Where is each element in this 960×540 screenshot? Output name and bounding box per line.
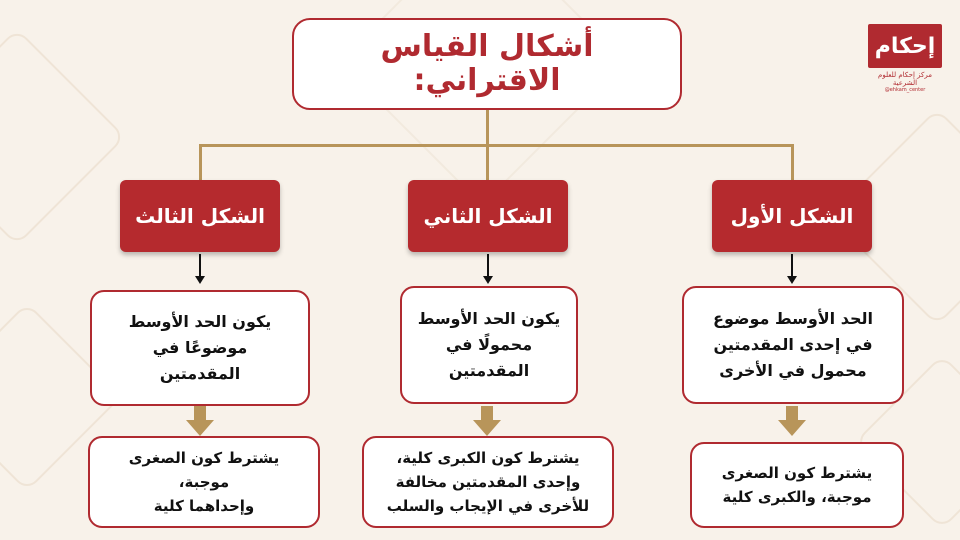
arrow-third-line [199,254,201,278]
gold-arrow-second [473,406,501,436]
connector-drop-second [486,144,489,180]
rule-second-line-2: محمولًا في [445,335,533,354]
arrow-third-head [195,276,205,284]
rule-third-line-1: يكون الحد الأوسط [128,312,272,331]
rule-first-line-1: الحد الأوسط موضوع [713,309,873,328]
rule-third-line-2: موضوعًا في [152,338,248,357]
gold-arrow-third [186,406,214,436]
logo-mark: إحكام [868,24,942,68]
arrow-second-head [483,276,493,284]
header-first-figure: الشكل الأول [712,180,872,252]
logo-tagline: @ehkam_center [884,87,926,93]
condition-second-line-2: وإحدى المقدمتين مخالفة [395,473,581,491]
condition-second-line-3: للأخرى في الإيجاب والسلب [386,497,590,515]
rule-third-figure: يكون الحد الأوسط موضوعًا في المقدمتين [90,290,310,406]
header-second-figure: الشكل الثاني [408,180,568,252]
header-third-figure: الشكل الثالث [120,180,280,252]
condition-second-line-1: يشترط كون الكبرى كلية، [396,449,580,467]
connector-drop-first [791,144,794,180]
connector-horizontal [199,144,793,147]
arrow-second-line [487,254,489,278]
rule-first-line-3: محمول في الأخرى [719,361,867,380]
connector-trunk [486,110,489,146]
gold-arrow-first [778,406,806,436]
rule-first-figure: الحد الأوسط موضوع في إحدى المقدمتين محمو… [682,286,904,404]
condition-third-line-3: وإحداهما كلية [153,497,255,515]
condition-first-line-1: يشترط كون الصغرى [721,464,873,482]
diagram-title: أشكال القياس الاقتراني: [292,18,682,110]
rule-second-figure: يكون الحد الأوسط محمولًا في المقدمتين [400,286,578,404]
brand-logo: إحكام مركز إحكام للعلوم الشرعية @ehkam_c… [868,24,942,93]
condition-third-line-2: موجبة، [178,473,230,491]
condition-second-figure: يشترط كون الكبرى كلية، وإحدى المقدمتين م… [362,436,614,528]
condition-third-line-1: يشترط كون الصغرى [128,449,280,467]
arrow-first-head [787,276,797,284]
rule-second-line-3: المقدمتين [448,361,530,380]
connector-drop-third [199,144,202,180]
arrow-first-line [791,254,793,278]
logo-subtitle: مركز إحكام للعلوم الشرعية [878,71,932,87]
condition-third-figure: يشترط كون الصغرى موجبة، وإحداهما كلية [88,436,320,528]
rule-second-line-1: يكون الحد الأوسط [417,309,561,328]
rule-third-line-3: المقدمتين [159,364,241,383]
title-line-2: الاقتراني: [413,63,561,98]
background-pattern-left [0,28,126,246]
condition-first-figure: يشترط كون الصغرى موجبة، والكبرى كلية [690,442,904,528]
rule-first-line-2: في إحدى المقدمتين [713,335,873,354]
condition-first-line-2: موجبة، والكبرى كلية [722,488,872,506]
title-line-1: أشكال القياس [380,29,594,64]
